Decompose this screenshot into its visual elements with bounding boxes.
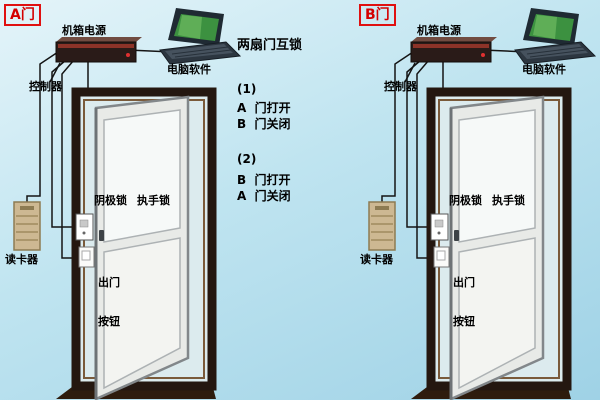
- power-supply-label: 机箱电源: [417, 24, 461, 37]
- power-supply-graphic: [410, 37, 497, 63]
- case-1-number: (1): [237, 82, 257, 96]
- case-2-line-2: A 门关闭: [237, 189, 291, 203]
- cathode-lock-label: 阴极锁: [449, 194, 482, 207]
- exit-button-label-line1: 出门: [453, 276, 475, 289]
- interlock-description: 两扇门互锁 (1) A 门打开 B 门关闭 (2) B 门打开 A 门关闭: [237, 34, 355, 203]
- exit-button-label: 出门 按钮: [453, 250, 475, 354]
- card-reader-label: 读卡器: [360, 253, 393, 266]
- door-handle-icon: [454, 230, 459, 241]
- cathode-lock-graphic: [430, 213, 449, 241]
- door-graphic: [411, 87, 572, 400]
- handle-lock-label: 执手锁: [492, 194, 525, 207]
- door-b-section: B门 机箱电源 电脑软件 控制器 阴极锁 执手锁 读卡器 出门 按钮: [355, 0, 600, 400]
- panel-graphic: [368, 8, 597, 400]
- interlock-title: 两扇门互锁: [237, 38, 303, 53]
- card-reader-graphic: [368, 201, 396, 251]
- software-label: 电脑软件: [522, 63, 566, 76]
- cathode-lock-label: 阴极锁: [94, 194, 127, 207]
- door-a-section: A门 机箱电源 电脑软件 控制器 阴极锁 执手锁 读卡器 出门 按钮: [0, 0, 245, 400]
- door-graphic: [56, 87, 217, 400]
- exit-button-label-line2: 按钮: [98, 315, 120, 328]
- case-2-number: (2): [237, 152, 257, 166]
- door-tag: A门: [4, 4, 41, 26]
- exit-button-graphic: [433, 246, 450, 268]
- controller-label: 控制器: [384, 80, 417, 93]
- exit-button-label-line1: 出门: [98, 276, 120, 289]
- handle-lock-label: 执手锁: [137, 194, 170, 207]
- wiring-lines: [26, 49, 173, 259]
- card-reader-graphic: [13, 201, 41, 251]
- door-handle-icon: [99, 230, 104, 241]
- power-supply-graphic: [55, 37, 142, 63]
- door-tag: B门: [359, 4, 396, 26]
- cathode-lock-graphic: [75, 213, 94, 241]
- laptop-icon: [514, 8, 597, 65]
- panel-graphic: [13, 8, 242, 400]
- card-reader-label: 读卡器: [5, 253, 38, 266]
- case-1-line-2: B 门关闭: [237, 117, 291, 131]
- exit-button-label: 出门 按钮: [98, 250, 120, 354]
- software-label: 电脑软件: [167, 63, 211, 76]
- case-2-line-1: B 门打开: [237, 173, 291, 187]
- laptop-icon: [159, 8, 242, 65]
- controller-label: 控制器: [29, 80, 62, 93]
- power-supply-label: 机箱电源: [62, 24, 106, 37]
- exit-button-graphic: [78, 246, 95, 268]
- case-1-line-1: A 门打开: [237, 101, 291, 115]
- exit-button-label-line2: 按钮: [453, 315, 475, 328]
